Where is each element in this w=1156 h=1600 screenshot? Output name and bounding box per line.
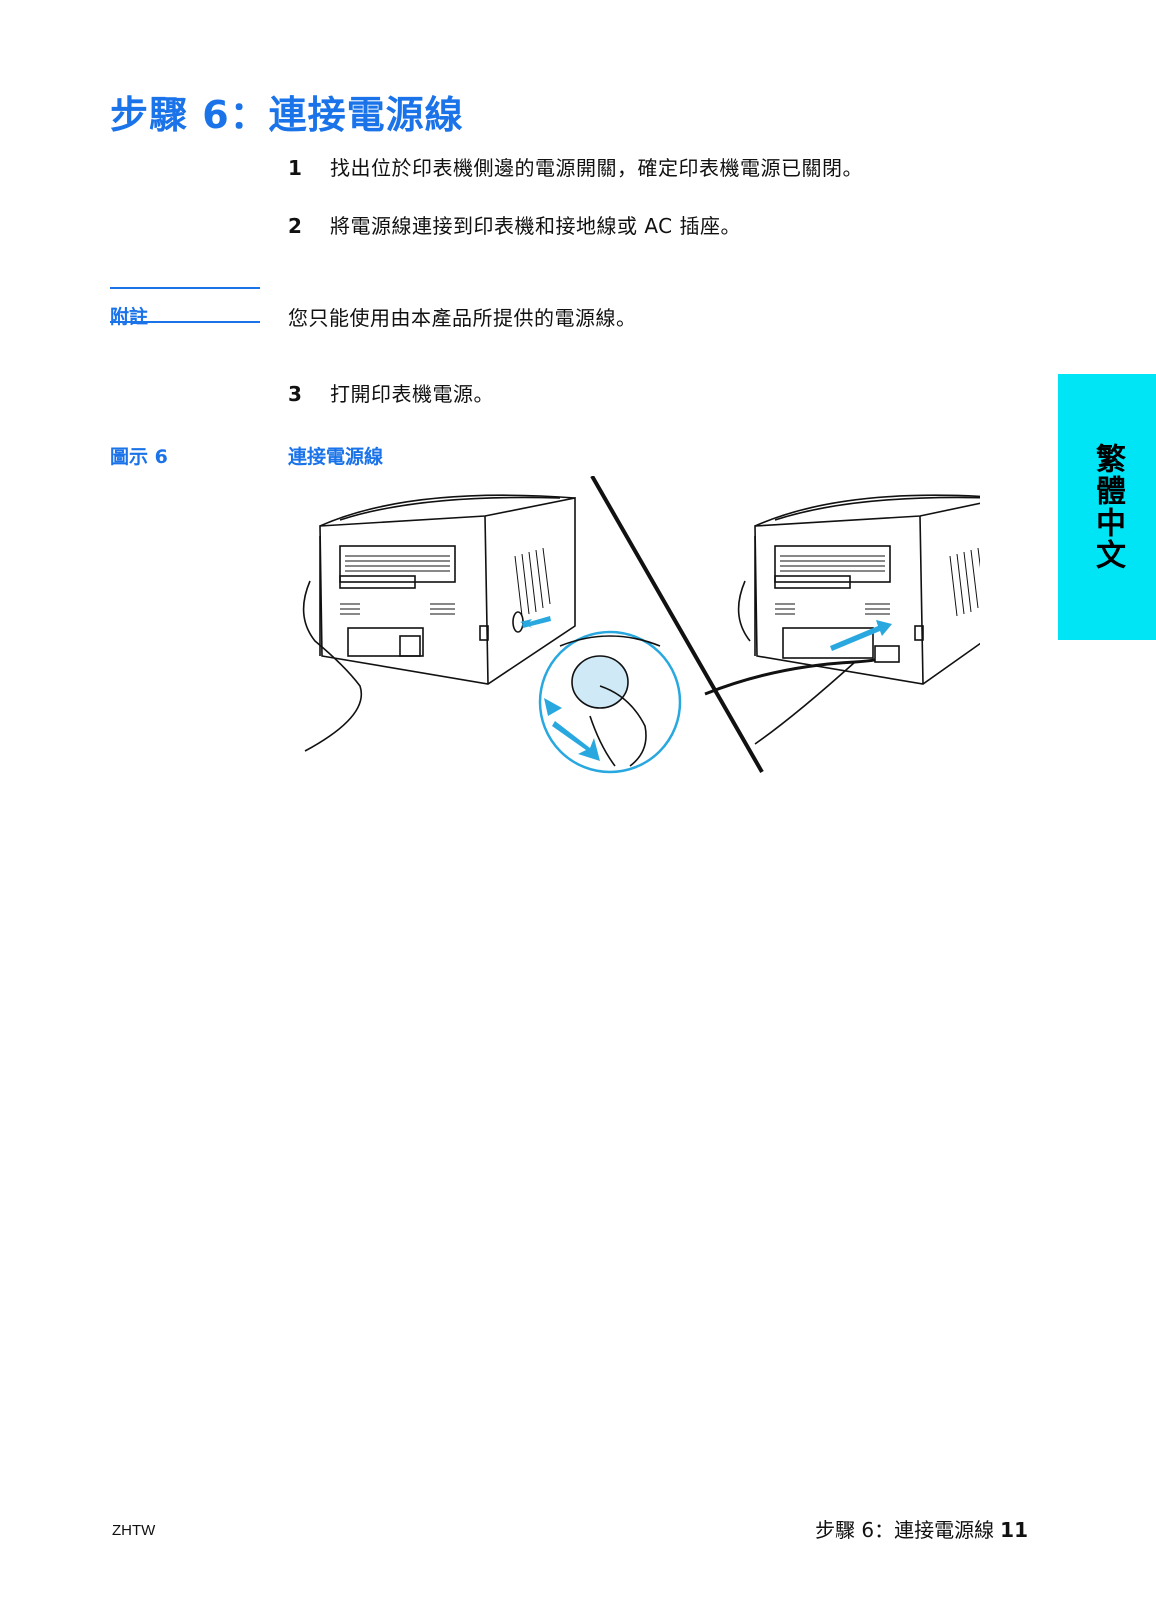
arrow-icons xyxy=(520,616,892,761)
double-arrow-icon xyxy=(552,721,600,761)
language-tab-label: 繁體中文 xyxy=(1090,443,1125,571)
note-divider-bottom xyxy=(110,321,260,323)
step-2: 2 將電源線連接到印表機和接地線或 AC 插座。 xyxy=(288,210,741,239)
step-1: 1 找出位於印表機側邊的電源開關，確定印表機電源已關閉。 xyxy=(288,152,863,181)
page-number: 11 xyxy=(1000,1518,1028,1542)
step-number: 2 xyxy=(288,214,302,238)
step-number: 3 xyxy=(288,382,302,406)
figure-title: 連接電源線 xyxy=(288,446,384,468)
arrow-icon xyxy=(830,620,892,651)
arrow-icon xyxy=(520,619,548,628)
footer-code: ZHTW xyxy=(112,1522,156,1539)
note-label: 附註 xyxy=(110,306,149,328)
note-text: 您只能使用由本產品所提供的電源線。 xyxy=(288,306,637,330)
step-text: 打開印表機電源。 xyxy=(330,382,494,406)
language-tab[interactable]: 繁體中文 xyxy=(1058,374,1156,640)
page-title: 步驟 6：連接電源線 xyxy=(110,93,464,137)
step-number: 1 xyxy=(288,156,302,180)
footer-section-title: 步驟 6：連接電源線 xyxy=(815,1518,995,1542)
printer-right-drawing xyxy=(704,494,980,745)
note-divider-top xyxy=(110,287,260,289)
arrow-head-icon xyxy=(544,698,562,716)
printer-left-drawing xyxy=(302,494,576,752)
step-3: 3 打開印表機電源。 xyxy=(288,378,494,407)
step-text: 將電源線連接到印表機和接地線或 AC 插座。 xyxy=(330,214,742,238)
arrow-icon xyxy=(522,616,551,628)
divider-slash xyxy=(590,476,764,773)
figure-label: 圖示 6 xyxy=(110,446,168,468)
step-text: 找出位於印表機側邊的電源開關，確定印表機電源已關閉。 xyxy=(330,156,863,180)
power-switch-detail xyxy=(538,630,682,774)
printer-illustration xyxy=(302,476,980,774)
